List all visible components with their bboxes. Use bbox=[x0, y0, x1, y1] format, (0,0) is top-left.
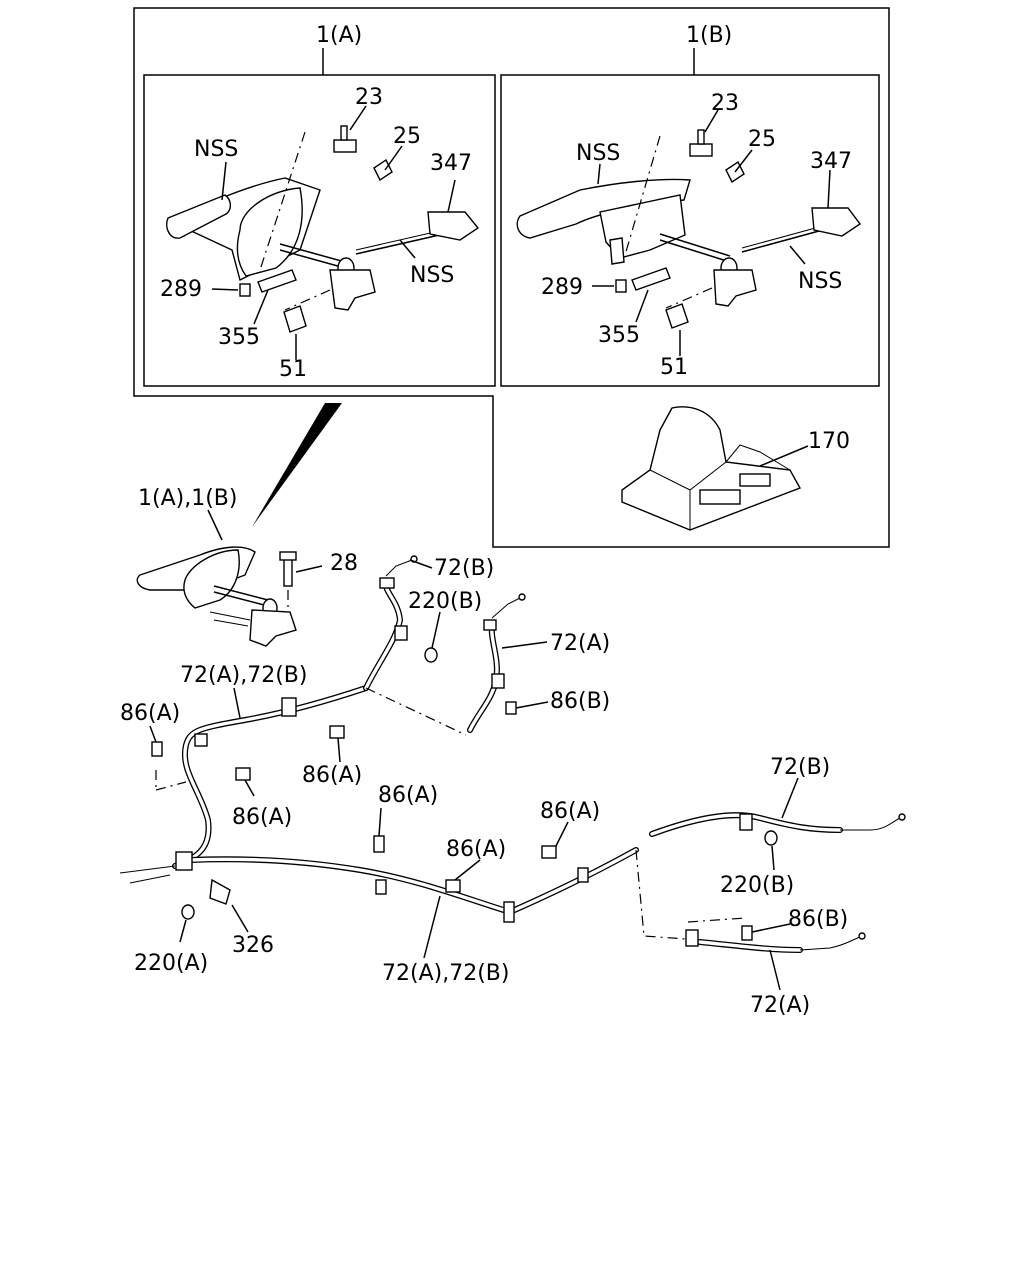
label-86b-top: 86(B) bbox=[550, 689, 610, 714]
label-72b-right: 72(B) bbox=[770, 755, 830, 780]
label-72a-72b-bottom: 72(A),72(B) bbox=[382, 961, 509, 986]
label-86b-right: 86(B) bbox=[788, 907, 848, 932]
label-1b: 1(B) bbox=[686, 23, 732, 48]
label-1a-289: 289 bbox=[160, 277, 202, 302]
bracket-170 bbox=[621, 406, 802, 531]
label-72a-72b-left: 72(A),72(B) bbox=[180, 663, 307, 688]
label-1a-51: 51 bbox=[279, 357, 307, 382]
inset-outer-frame bbox=[133, 7, 890, 548]
lever-assembly-main bbox=[136, 546, 297, 647]
label-72a-top: 72(A) bbox=[550, 631, 610, 656]
label-170: 170 bbox=[808, 429, 850, 454]
cable-hardware bbox=[151, 577, 778, 947]
inset-frame-1b bbox=[500, 74, 880, 387]
label-1b-25: 25 bbox=[748, 127, 776, 152]
label-1a-23: 23 bbox=[355, 85, 383, 110]
label-1a-nss-upper: NSS bbox=[194, 137, 238, 162]
label-1b-nss-lower: NSS bbox=[798, 269, 842, 294]
label-1a-nss-lower: NSS bbox=[410, 263, 454, 288]
label-1a-355: 355 bbox=[218, 325, 260, 350]
label-28: 28 bbox=[330, 551, 358, 576]
label-326: 326 bbox=[232, 933, 274, 958]
label-220a: 220(A) bbox=[134, 951, 208, 976]
label-1b-nss-upper: NSS bbox=[576, 141, 620, 166]
label-1a-347: 347 bbox=[430, 151, 472, 176]
label-86a-left: 86(A) bbox=[120, 701, 180, 726]
label-1b-347: 347 bbox=[810, 149, 852, 174]
label-86a-right: 86(A) bbox=[540, 799, 600, 824]
label-220b-right: 220(B) bbox=[720, 873, 794, 898]
label-72a-right: 72(A) bbox=[750, 993, 810, 1018]
label-220b-top: 220(B) bbox=[408, 589, 482, 614]
lever-assembly-1b bbox=[516, 129, 862, 329]
label-1a-25: 25 bbox=[393, 124, 421, 149]
label-1b-51: 51 bbox=[660, 355, 688, 380]
lever-assembly-1a bbox=[166, 125, 480, 333]
cable-72-main bbox=[119, 555, 906, 953]
label-86a-mid: 86(A) bbox=[302, 763, 362, 788]
label-86a-c2: 86(A) bbox=[446, 837, 506, 862]
label-1a-1b-combined: 1(A),1(B) bbox=[138, 486, 237, 511]
label-1b-355: 355 bbox=[598, 323, 640, 348]
label-1b-289: 289 bbox=[541, 275, 583, 300]
inset-frame-1a bbox=[143, 74, 496, 387]
label-86a-center: 86(A) bbox=[378, 783, 438, 808]
label-86a-lower: 86(A) bbox=[232, 805, 292, 830]
detail-pointer-wedge bbox=[252, 403, 342, 527]
label-72b-top: 72(B) bbox=[434, 556, 494, 581]
label-1b-23: 23 bbox=[711, 91, 739, 116]
label-1a: 1(A) bbox=[316, 23, 362, 48]
